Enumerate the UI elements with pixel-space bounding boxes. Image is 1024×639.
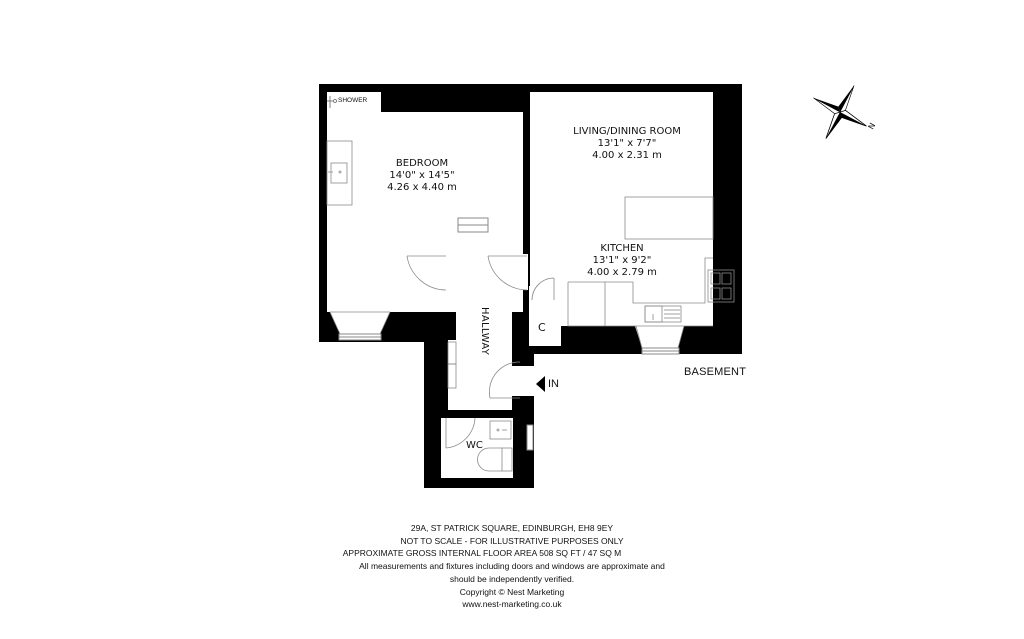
kitchen-label: KITCHEN 13'1" x 9'2" 4.00 x 2.79 m: [572, 243, 672, 279]
copyright: Copyright © Nest Marketing: [459, 586, 565, 597]
entrance-arrow-icon: [536, 376, 545, 392]
toilet-icon: [477, 447, 502, 472]
disclaimer-line-1: All measurements and fixtures including …: [359, 561, 665, 572]
bedroom-sink-icon: [326, 140, 353, 206]
wc-basin-icon: [489, 420, 512, 440]
kitchen-name: KITCHEN: [600, 243, 644, 254]
disclaimer-line-2: should be independently verified.: [449, 573, 575, 584]
footer-notes: 29A, ST PATRICK SQUARE, EDINBURGH, EH8 9…: [0, 522, 1024, 611]
website: www.nest-marketing.co.uk: [462, 599, 562, 610]
compass-north-label: N: [867, 121, 878, 131]
bedroom-imperial: 14'0" x 14'5": [389, 170, 455, 181]
compass-icon: [813, 85, 867, 139]
bedroom-label: BEDROOM 14'0" x 14'5" 4.26 x 4.40 m: [372, 158, 472, 194]
kitchen-island: [624, 196, 714, 240]
hob-icon: [707, 269, 735, 303]
cupboard-label: C: [538, 321, 546, 334]
entrance-label: IN: [548, 378, 559, 390]
kitchen-imperial: 13'1" x 9'2": [592, 255, 652, 266]
floor-area: APPROXIMATE GROSS INTERNAL FLOOR AREA 50…: [342, 548, 622, 559]
kitchen-metric: 4.00 x 2.79 m: [587, 267, 657, 278]
living-name: LIVING/DINING ROOM: [573, 126, 681, 137]
bedroom-name: BEDROOM: [395, 158, 449, 169]
shower-icon: [327, 96, 337, 108]
wc-cistern-icon: [501, 447, 513, 472]
hallway-label: HALLWAY: [479, 307, 490, 356]
address: 29A, ST PATRICK SQUARE, EDINBURGH, EH8 9…: [410, 523, 614, 533]
living-label: LIVING/DINING ROOM 13'1" x 7'7" 4.00 x 2…: [557, 126, 697, 162]
doors: [406, 255, 555, 449]
living-metric: 4.00 x 2.31 m: [592, 150, 662, 161]
scale-note: NOT TO SCALE - FOR ILLUSTRATIVE PURPOSES…: [400, 535, 624, 546]
shower-label: SHOWER: [338, 97, 368, 104]
floor-label: BASEMENT: [684, 366, 747, 378]
living-imperial: 13'1" x 7'7": [597, 138, 657, 149]
bedroom-metric: 4.26 x 4.40 m: [387, 182, 457, 193]
wc-label: WC: [466, 440, 483, 451]
